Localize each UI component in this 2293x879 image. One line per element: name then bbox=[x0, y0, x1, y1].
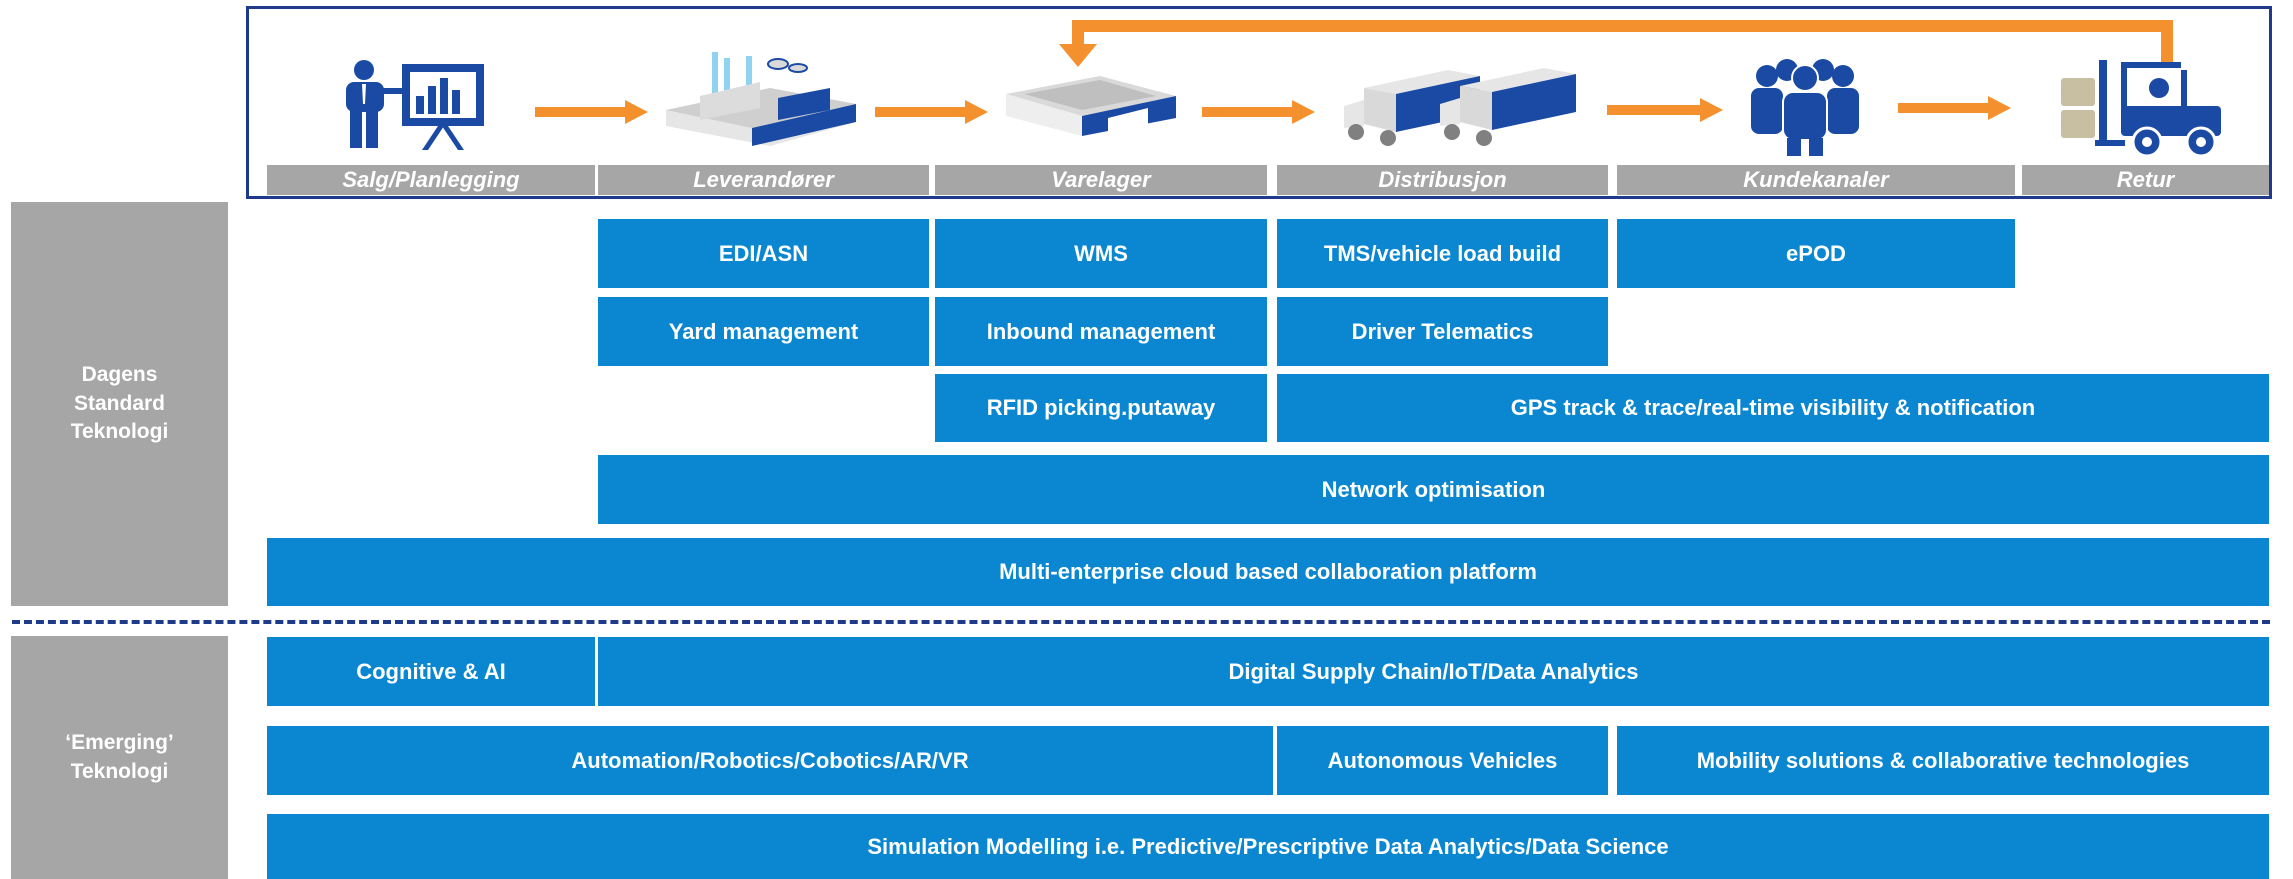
bar-epod: ePOD bbox=[1617, 219, 2015, 288]
customers-icon bbox=[1745, 58, 1865, 156]
forklift-icon bbox=[2055, 56, 2225, 158]
return-arrow bbox=[1059, 20, 2173, 67]
stage-label-distribusjon: Distribusjon bbox=[1277, 165, 1608, 195]
stage-label-varelager: Varelager bbox=[935, 165, 1267, 195]
stage-label-salg: Salg/Planlegging bbox=[267, 165, 595, 195]
section-divider bbox=[12, 620, 2270, 624]
flow-arrow-5 bbox=[1898, 96, 2011, 120]
bar-autonomous-vehicles: Autonomous Vehicles bbox=[1277, 726, 1608, 795]
presenter-icon bbox=[338, 58, 498, 150]
bar-driver-telematics: Driver Telematics bbox=[1277, 297, 1608, 366]
bar-inbound-management: Inbound management bbox=[935, 297, 1267, 366]
bar-edi-asn: EDI/ASN bbox=[598, 219, 929, 288]
bar-gps: GPS track & trace/real-time visibility &… bbox=[1277, 374, 2269, 442]
factory-icon bbox=[660, 48, 860, 148]
bar-simulation-modelling: Simulation Modelling i.e. Predictive/Pre… bbox=[267, 814, 2269, 879]
stage-label-leverandorer: Leverandører bbox=[598, 165, 929, 195]
flow-arrow-1 bbox=[535, 100, 648, 124]
section-standard-line1: Dagens bbox=[81, 363, 158, 387]
bar-cloud-platform: Multi-enterprise cloud based collaborati… bbox=[267, 538, 2269, 606]
bar-wms: WMS bbox=[935, 219, 1267, 288]
flow-arrow-3 bbox=[1202, 100, 1315, 124]
bar-cognitive-ai: Cognitive & AI bbox=[267, 637, 595, 706]
warehouse-icon bbox=[1000, 60, 1180, 140]
section-label-emerging: ‘Emerging’ Teknologi bbox=[11, 636, 228, 879]
stage-label-retur: Retur bbox=[2022, 165, 2269, 195]
stage-label-kundekanaler: Kundekanaler bbox=[1617, 165, 2015, 195]
bar-automation-robotics: Automation/Robotics/Cobotics/AR/VR bbox=[267, 726, 1273, 795]
bar-rfid: RFID picking.putaway bbox=[935, 374, 1267, 442]
bar-tms: TMS/vehicle load build bbox=[1277, 219, 1608, 288]
section-standard-line2: Standard bbox=[73, 391, 165, 415]
section-emerging-line1: ‘Emerging’ bbox=[65, 731, 174, 755]
section-label-standard: Dagens Standard Teknologi bbox=[11, 202, 228, 606]
bar-mobility-solutions: Mobility solutions & collaborative techn… bbox=[1617, 726, 2269, 795]
flow-arrow-2 bbox=[875, 100, 988, 124]
section-emerging-line2: Teknologi bbox=[70, 759, 169, 783]
bar-yard-management: Yard management bbox=[598, 297, 929, 366]
bar-digital-supply-chain: Digital Supply Chain/IoT/Data Analytics bbox=[598, 637, 2269, 706]
trucks-icon bbox=[1340, 62, 1580, 148]
section-standard-line3: Teknologi bbox=[70, 420, 169, 444]
bar-network-optimisation: Network optimisation bbox=[598, 455, 2269, 524]
flow-arrow-4 bbox=[1607, 98, 1723, 122]
